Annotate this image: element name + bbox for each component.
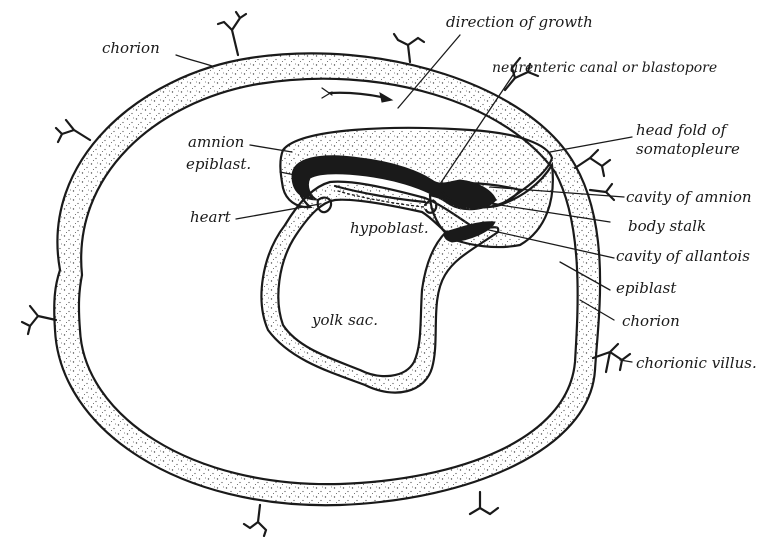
villus-bottom-right	[470, 492, 498, 514]
label-epiblast-left: epiblast.	[186, 155, 251, 173]
label-chorionic-villus: chorionic villus.	[636, 354, 757, 372]
label-neurenteric-canal: neurenteric canal or blastopore	[492, 60, 717, 76]
villus-top-center	[394, 34, 424, 62]
villus-left-lower	[22, 306, 56, 334]
villus-right-mid	[590, 184, 614, 200]
direction-arrowhead	[380, 93, 392, 102]
label-yolk-sac: yolk sac.	[311, 311, 378, 329]
label-head-fold-line1: head fold of	[636, 121, 729, 139]
villus-right-head	[575, 150, 610, 176]
villus-left-upper	[56, 120, 90, 142]
direction-arrow-tail	[322, 88, 332, 98]
label-direction-of-growth: direction of growth	[446, 13, 593, 31]
label-hypoblast: hypoblast.	[350, 219, 429, 237]
label-chorion-top: chorion	[102, 39, 160, 57]
villus-right-lower	[593, 344, 630, 372]
label-body-stalk: body stalk	[628, 217, 706, 235]
villus-bottom-left	[244, 505, 266, 536]
leader-chorion-top	[176, 55, 212, 66]
label-amnion: amnion	[188, 133, 244, 151]
direction-arrow	[330, 93, 386, 98]
label-heart: heart	[190, 208, 232, 226]
chorion-ring	[54, 53, 600, 505]
label-cavity-of-amnion: cavity of amnion	[626, 188, 752, 206]
label-head-fold-line2: somatopleure	[636, 140, 740, 158]
label-epiblast-right: epiblast	[616, 279, 677, 297]
leader-head-fold	[550, 137, 632, 152]
label-cavity-of-allantois: cavity of allantois	[616, 247, 750, 265]
villus-top-left	[218, 12, 246, 55]
label-chorion-right: chorion	[622, 312, 680, 330]
